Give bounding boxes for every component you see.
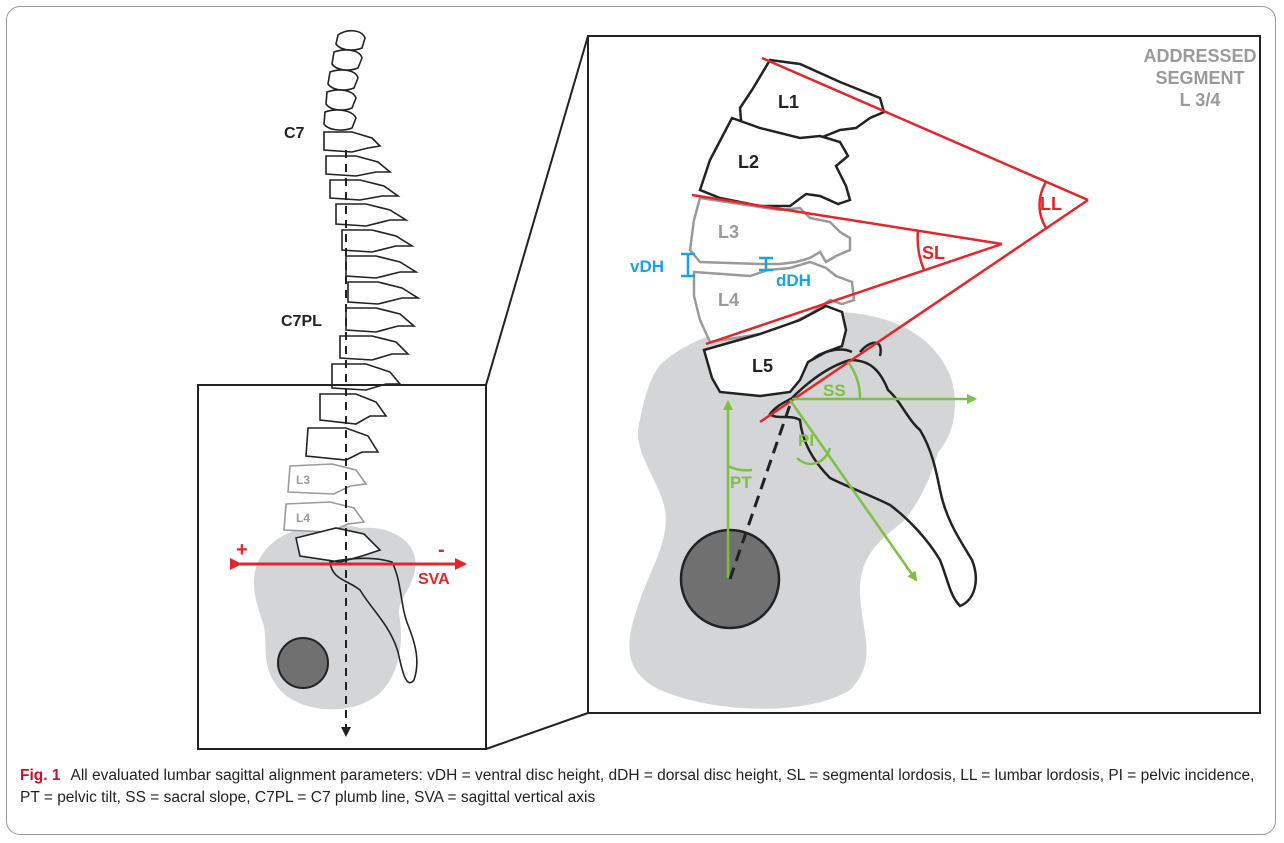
ll-label: LL xyxy=(1040,194,1062,214)
femoral-head-small xyxy=(278,638,328,688)
l4-small-label: L4 xyxy=(296,511,310,525)
sl-label: SL xyxy=(922,243,945,263)
addressed-line3: L 3/4 xyxy=(1180,90,1221,110)
right-zoom-panel: L1 L2 L3 L4 L5 LL SL vDH dDH xyxy=(588,36,1260,713)
pt-label: PT xyxy=(730,473,752,492)
l1-label: L1 xyxy=(778,92,799,112)
zoom-connector-top xyxy=(486,36,588,385)
vdh-label: vDH xyxy=(630,257,664,276)
ddh-label: dDH xyxy=(776,271,811,290)
zoom-connector-bottom xyxy=(486,713,588,749)
sva-label: SVA xyxy=(418,571,450,588)
l4-label: L4 xyxy=(718,290,739,310)
caption-text: All evaluated lumbar sagittal alignment … xyxy=(20,767,1254,806)
sva-minus-label: - xyxy=(438,539,445,561)
spine-column xyxy=(306,31,418,460)
left-spine-panel: L3 L4 C7 C7PL + - SVA xyxy=(198,31,486,749)
addressed-line2: SEGMENT xyxy=(1155,68,1244,88)
sva-plus-label: + xyxy=(236,539,248,561)
spine-alignment-figure: L3 L4 C7 C7PL + - SVA xyxy=(0,0,1284,760)
ss-label: SS xyxy=(823,381,846,400)
c7-label: C7 xyxy=(284,125,305,142)
figure-number: Fig. 1 xyxy=(20,767,60,784)
c7pl-label: C7PL xyxy=(281,313,322,330)
addressed-line1: ADDRESSED xyxy=(1143,46,1256,66)
l3-small-label: L3 xyxy=(296,473,310,487)
l5-label: L5 xyxy=(752,356,773,376)
l3-label: L3 xyxy=(718,222,739,242)
l2-label: L2 xyxy=(738,152,759,172)
pi-label: PI xyxy=(798,431,814,450)
